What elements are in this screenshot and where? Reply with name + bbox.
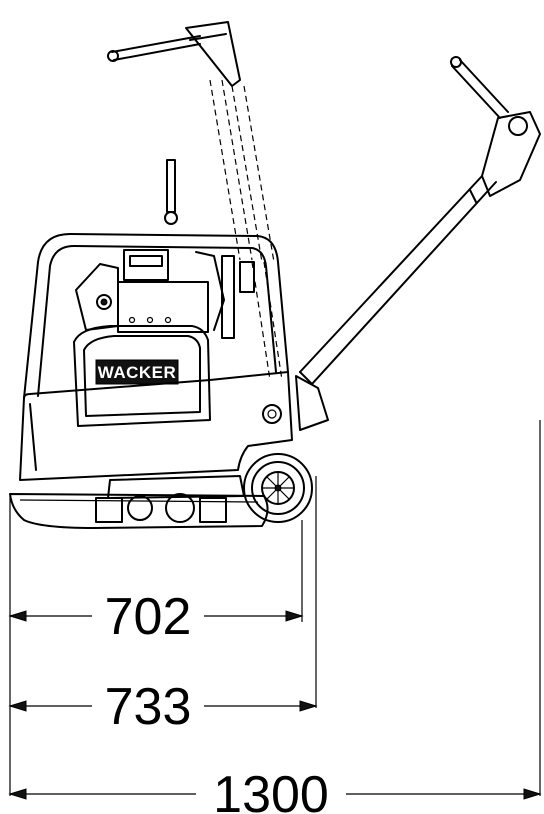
- engine-frame: WACKER: [19, 159, 293, 481]
- brand-logo-plate: [95, 359, 179, 385]
- dimension-1300: 1300: [8, 766, 542, 814]
- dimension-702: 702: [8, 588, 304, 646]
- dimension-label-702: 702: [105, 588, 192, 646]
- upright-handle: [107, 21, 283, 381]
- brand-logo: WACKER: [98, 363, 177, 382]
- dimension-733: 733: [8, 678, 318, 736]
- base-plate: [9, 475, 269, 529]
- transport-wheel: [243, 453, 313, 523]
- working-handle: [295, 56, 541, 431]
- dimension-lines: 702 733 1300: [8, 420, 542, 814]
- dimension-label-733: 733: [105, 678, 192, 736]
- dimension-label-1300: 1300: [213, 766, 329, 814]
